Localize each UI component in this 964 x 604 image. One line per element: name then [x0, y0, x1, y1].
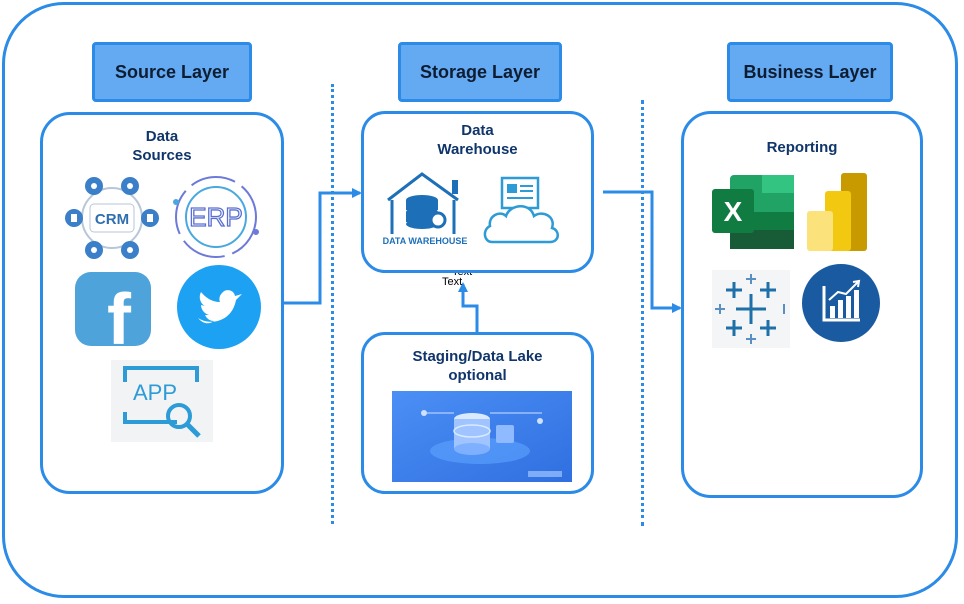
staging-title: Staging/Data Lake optional	[412, 348, 543, 384]
divider-right	[641, 100, 644, 526]
svg-text:DATA WAREHOUSE: DATA WAREHOUSE	[383, 236, 468, 246]
diagram-frame	[2, 2, 958, 598]
source-layer-title: Source Layer	[114, 61, 230, 82]
crm-icon: CRM	[60, 174, 164, 262]
storage-layer-header: Storage Layer	[398, 42, 562, 102]
storage-layer-title: Storage Layer	[419, 61, 541, 82]
cloud-storage-icon	[482, 176, 562, 248]
svg-text:APP: APP	[133, 380, 177, 405]
facebook-icon: f	[75, 272, 151, 346]
svg-text:ERP: ERP	[189, 202, 242, 232]
data-warehouse-icon: DATA WAREHOUSE	[380, 170, 470, 248]
arrow-warehouse-to-reporting	[603, 190, 682, 313]
business-layer-header: Business Layer	[727, 42, 893, 102]
tableau-icon	[712, 270, 790, 348]
twitter-icon	[176, 264, 262, 350]
analytics-chart-icon	[802, 264, 880, 342]
business-layer-title: Business Layer	[743, 61, 877, 82]
app-search-icon: APP	[111, 360, 213, 442]
data-lake-image	[392, 391, 572, 482]
svg-text:X: X	[724, 196, 743, 227]
svg-text:f: f	[107, 280, 132, 346]
erp-icon: ERP	[170, 172, 262, 262]
divider-left	[331, 84, 334, 524]
source-layer-header: Source Layer	[92, 42, 252, 102]
arrow-staging-to-warehouse	[458, 282, 479, 332]
arrow-source-to-warehouse	[284, 188, 362, 305]
text-label-2: Text	[442, 276, 463, 288]
data-warehouse-title: Data Warehouse	[437, 122, 518, 158]
reporting-title: Reporting	[766, 139, 838, 156]
data-sources-title: Data Sources	[132, 128, 192, 164]
power-bi-icon	[807, 173, 867, 251]
excel-icon: X	[712, 175, 794, 249]
svg-text:CRM: CRM	[95, 211, 129, 228]
